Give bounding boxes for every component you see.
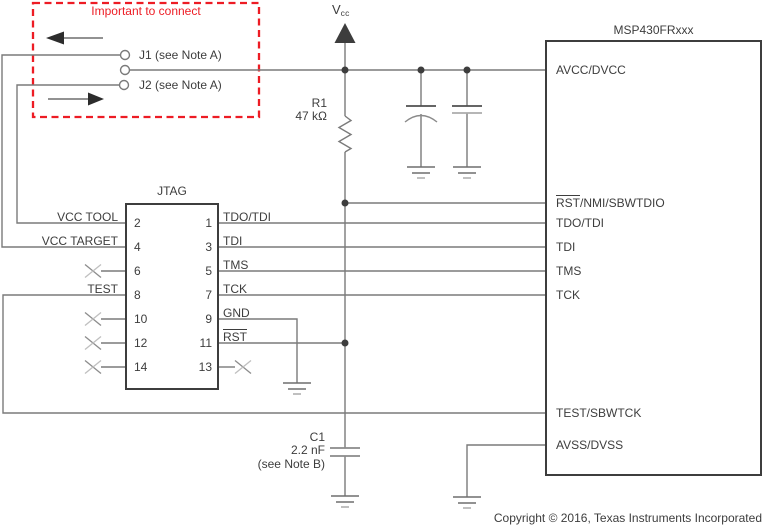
jtag-signal-tdo-tdi: TDO/TDI [223,210,271,224]
annotation-label: Important to connect [91,4,201,18]
vcc-main-text: V [332,2,341,17]
jtag-pin-5: 5 [205,264,212,278]
c1-value-label: 2.2 nF [290,443,325,457]
jtag-signal-gnd: GND [223,306,250,320]
jtag-signal-rst: RST [223,331,247,344]
jtag-rst-overline-text: RST [223,330,247,344]
jtag-pin-7: 7 [205,288,212,302]
wires [1,43,545,497]
jtag-pin-13: 13 [198,360,212,374]
r1-value-label: 47 kΩ [295,109,327,123]
jtag-connector-box [125,203,219,390]
no-connect-marks [84,263,252,375]
jtag-pin-11: 11 [199,336,212,350]
msp430-rst-overline-text: RST [556,196,580,210]
msp430-rst-rest-text: /NMI/SBWTDIO [580,196,665,210]
msp430-pin-tck: TCK [556,288,580,302]
vcc-arrow-icon [334,23,356,43]
jtag-pin-4: 4 [134,240,141,254]
msp430-pin-tdo: TDO/TDI [556,216,604,230]
vcc-subscript-text: cc [340,8,350,18]
jtag-vcc-tool-label: VCC TOOL [57,210,118,224]
copyright-text: Copyright © 2016, Texas Instruments Inco… [493,511,762,525]
msp430-pin-tdi: TDI [556,240,576,254]
jtag-signal-tck: TCK [223,282,247,296]
jumper-j1-label: J1 (see Note A) [139,48,222,62]
msp430-device-box [545,40,762,476]
r1-name-label: R1 [311,96,327,110]
jtag-pin-12: 12 [134,336,148,350]
jtag-pin-14: 14 [134,360,148,374]
jtag-title: JTAG [157,184,187,198]
jtag-signal-tdi: TDI [223,234,243,248]
jtag-pin-1: 1 [205,216,212,230]
jtag-pin-6: 6 [134,264,141,278]
capacitor-c1 [330,447,360,457]
msp430-pin-rst: RST/NMI/SBWTDIO [556,197,665,210]
c1-note-label: (see Note B) [257,457,325,471]
decoupling-cap-2 [452,105,482,114]
jtag-pin-3: 3 [205,240,212,254]
msp430-title: MSP430FRxxx [613,23,694,37]
msp430-pin-test: TEST/SBWTCK [556,406,642,420]
jtag-pin-9: 9 [205,312,212,326]
msp430-pin-avcc: AVCC/DVCC [556,63,626,77]
annotation-dashed-box [31,1,261,119]
jtag-vcc-target-label: VCC TARGET [41,234,118,248]
resistor-r1 [337,115,353,153]
msp430-pin-tms: TMS [556,264,582,278]
left-arrow-icon [46,31,103,45]
c1-name-label: C1 [309,430,325,444]
ground-symbols [283,166,481,509]
jumper-j2-label: J2 (see Note A) [139,78,222,92]
msp430-pin-avss: AVSS/DVSS [556,438,624,452]
right-arrow-icon [48,92,104,106]
jtag-signal-tms: TMS [223,258,249,272]
vcc-label: Vcc [332,3,350,20]
junction-dots [341,66,471,347]
jumper-circles [118,49,131,91]
jtag-pin-8: 8 [134,288,141,302]
decoupling-cap-1 [404,105,438,123]
jtag-pin-10: 10 [134,312,148,326]
jtag-test-label: TEST [87,282,118,296]
jtag-pin-2: 2 [134,216,141,230]
